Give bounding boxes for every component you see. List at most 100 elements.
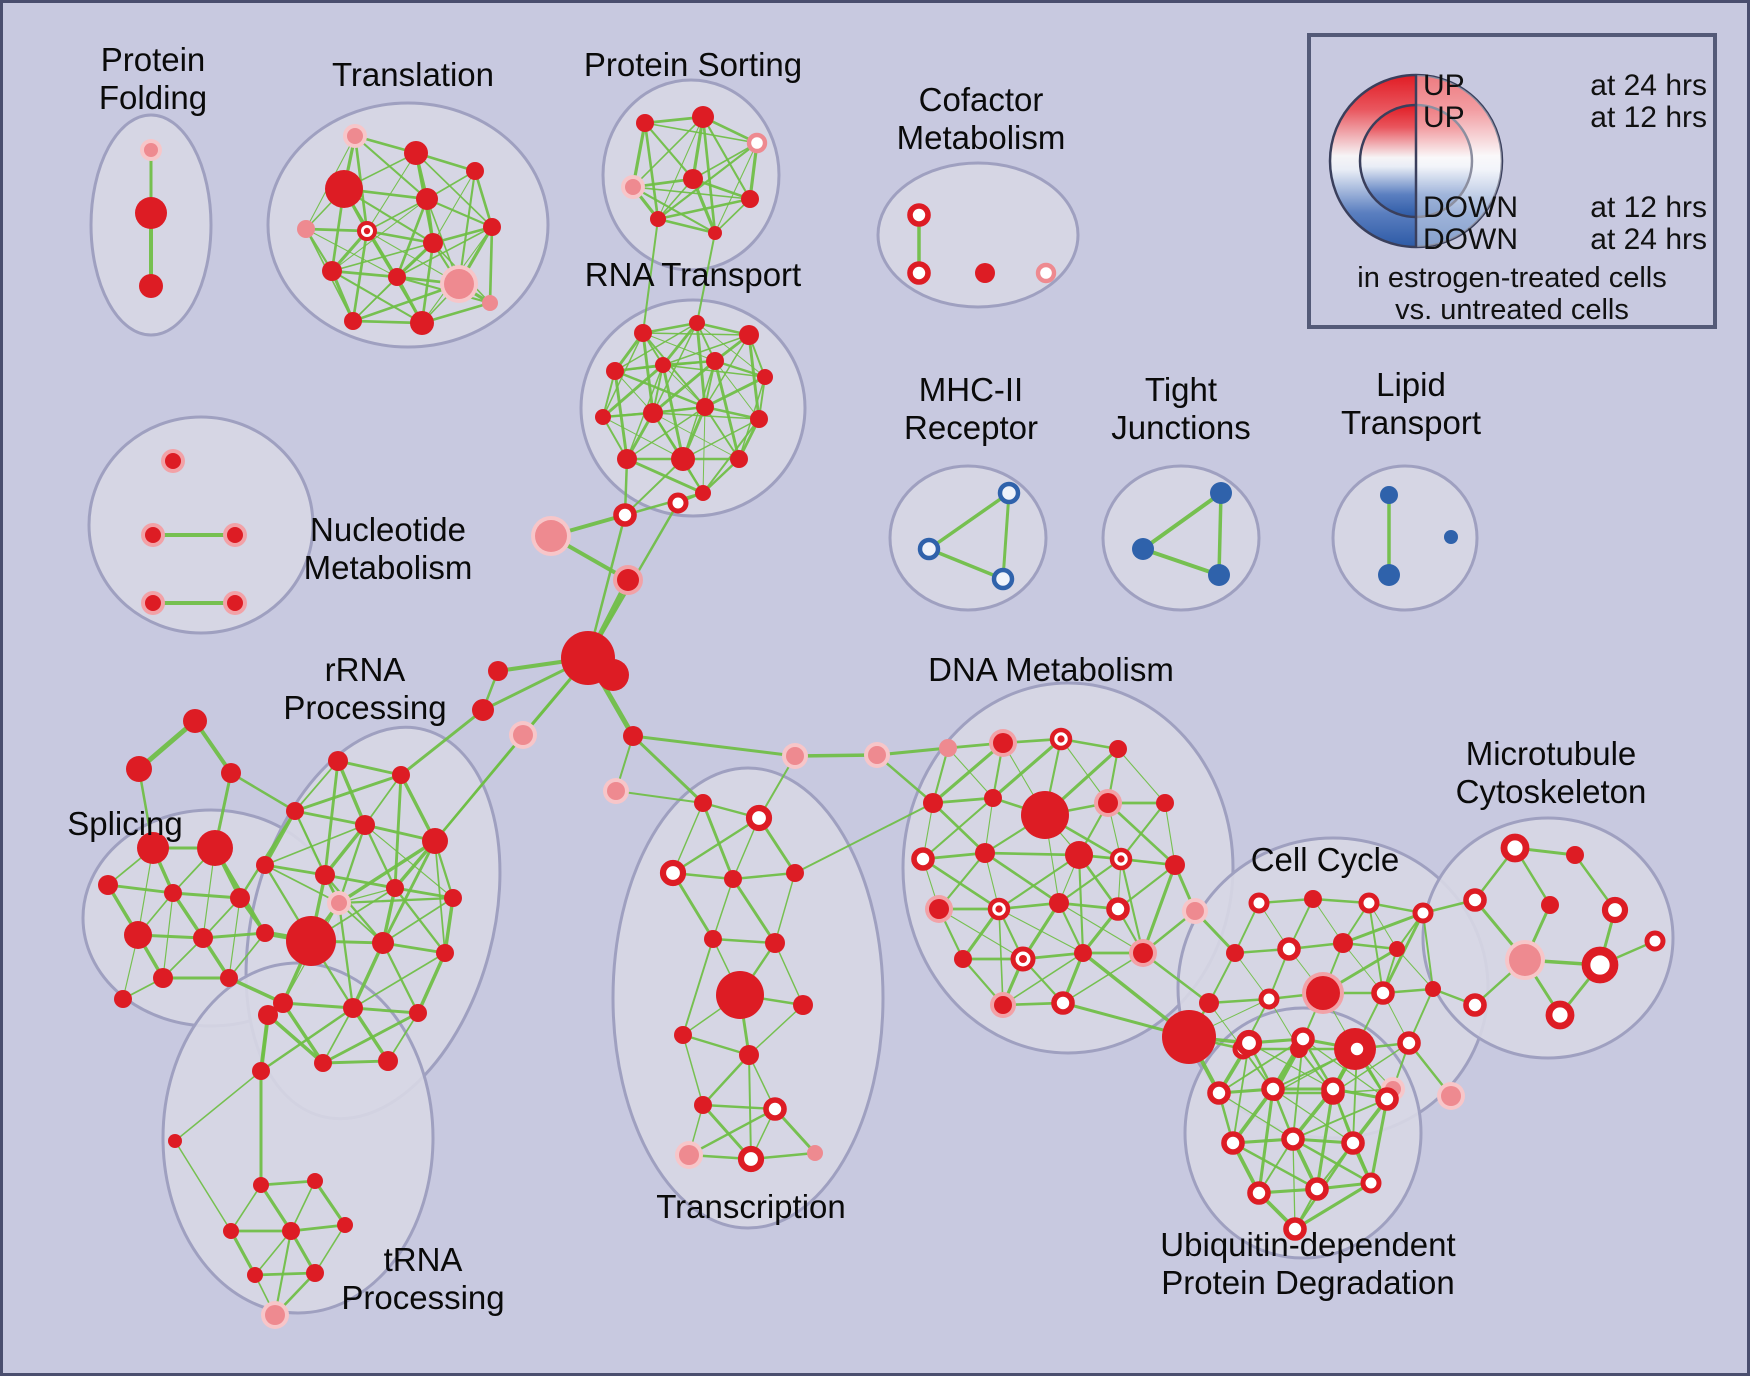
- network-edge: [983, 851, 1061, 905]
- gene-node: [183, 709, 207, 733]
- network-edge: [366, 152, 417, 232]
- gene-node: [1098, 793, 1118, 813]
- cluster-ellipse-mhc-ii-receptor: [888, 464, 1048, 612]
- gene-node: [344, 312, 362, 330]
- gene-node: [416, 188, 438, 210]
- gene-node: [997, 481, 1021, 505]
- network-edge: [695, 321, 707, 409]
- gene-node: [786, 864, 804, 882]
- gene-node: [1049, 893, 1069, 913]
- network-edge: [1119, 801, 1167, 861]
- gene-node: [1133, 943, 1153, 963]
- network-edge: [701, 1053, 751, 1107]
- network-edge: [1117, 748, 1166, 804]
- network-edge: [443, 896, 455, 955]
- network-edge: [365, 229, 435, 245]
- network-edge: [254, 1230, 292, 1276]
- gene-node: [1248, 892, 1270, 914]
- network-edge: [457, 169, 477, 286]
- network-edge: [682, 938, 714, 1036]
- gene-node: [253, 1177, 269, 1193]
- gene-node: [306, 1264, 324, 1282]
- network-edge: [488, 225, 494, 305]
- gene-node: [98, 875, 118, 895]
- network-edge: [1368, 902, 1384, 994]
- network-edge: [1141, 863, 1177, 955]
- network-edge: [682, 1034, 704, 1106]
- gene-node: [1109, 740, 1127, 758]
- gene-node: [114, 990, 132, 1008]
- gene-node: [737, 1145, 765, 1173]
- network-edge: [632, 186, 751, 200]
- network-edge: [713, 359, 741, 461]
- network-edge: [927, 491, 1011, 551]
- gene-node: [247, 1267, 263, 1283]
- network-edge: [331, 242, 434, 272]
- gene-node: [337, 1217, 353, 1233]
- network-edge: [631, 185, 717, 235]
- network-edge: [281, 1001, 325, 1065]
- cluster-label-nucleotide-metabolism: Nucleotide: [310, 511, 466, 548]
- gene-node: [613, 503, 637, 527]
- network-edge: [641, 331, 655, 415]
- gene-node: [786, 747, 804, 765]
- gene-node: [1258, 988, 1280, 1010]
- network-edge: [322, 1007, 354, 1064]
- network-edge: [1369, 1097, 1389, 1185]
- network-edge: [997, 853, 1081, 911]
- network-edge: [701, 115, 717, 235]
- gene-node: [144, 143, 158, 157]
- network-edge: [696, 232, 716, 324]
- network-edge: [1292, 1098, 1388, 1140]
- network-edge: [321, 1011, 420, 1065]
- gene-node: [230, 888, 250, 908]
- gene-node: [1545, 1000, 1575, 1030]
- network-edge: [266, 1013, 325, 1065]
- gene-node: [482, 295, 498, 311]
- network-edge: [652, 412, 740, 460]
- gene-node: [991, 567, 1015, 591]
- gene-node: [220, 969, 238, 987]
- gene-node: [404, 141, 428, 165]
- gene-node: [1341, 1131, 1365, 1155]
- gene-node: [606, 362, 624, 380]
- gene-node: [1601, 896, 1629, 924]
- network-edge: [615, 790, 704, 804]
- network-edge: [323, 823, 367, 877]
- cluster-label-protein-folding: Protein: [101, 41, 206, 78]
- gene-node: [513, 725, 533, 745]
- network-edge: [351, 229, 369, 323]
- gene-node: [1333, 933, 1353, 953]
- gene-node: [674, 1026, 692, 1044]
- gene-node: [689, 315, 705, 331]
- gene-node: [1375, 1087, 1399, 1111]
- network-edge: [381, 941, 420, 1015]
- network-edge: [351, 1006, 390, 1063]
- network-edge: [931, 741, 1005, 805]
- gene-node: [993, 733, 1013, 753]
- network-edge: [921, 796, 995, 861]
- network-edge: [711, 937, 777, 945]
- gene-node: [472, 699, 494, 721]
- network-edge: [601, 363, 665, 419]
- gene-node: [223, 1223, 239, 1239]
- gene-node: [623, 726, 643, 746]
- gene-node: [483, 218, 501, 236]
- network-edge: [353, 134, 429, 201]
- cluster-label-protein-folding: Folding: [99, 79, 207, 116]
- gene-node: [1235, 1029, 1263, 1057]
- gene-node: [1305, 1177, 1329, 1201]
- network-edge: [264, 864, 340, 904]
- gene-node: [227, 595, 243, 611]
- network-edge: [416, 951, 447, 1015]
- network-edge: [703, 375, 767, 409]
- cluster-ellipse-nucleotide-metabolism: [87, 415, 315, 635]
- network-edge: [263, 863, 327, 877]
- gene-node-center-dot: [1019, 955, 1027, 963]
- network-edge: [393, 886, 447, 955]
- gene-node: [706, 352, 724, 370]
- gene-node: [307, 1173, 323, 1189]
- gene-node: [1277, 937, 1301, 961]
- gene-node: [256, 924, 274, 942]
- gene-node: [1378, 564, 1400, 586]
